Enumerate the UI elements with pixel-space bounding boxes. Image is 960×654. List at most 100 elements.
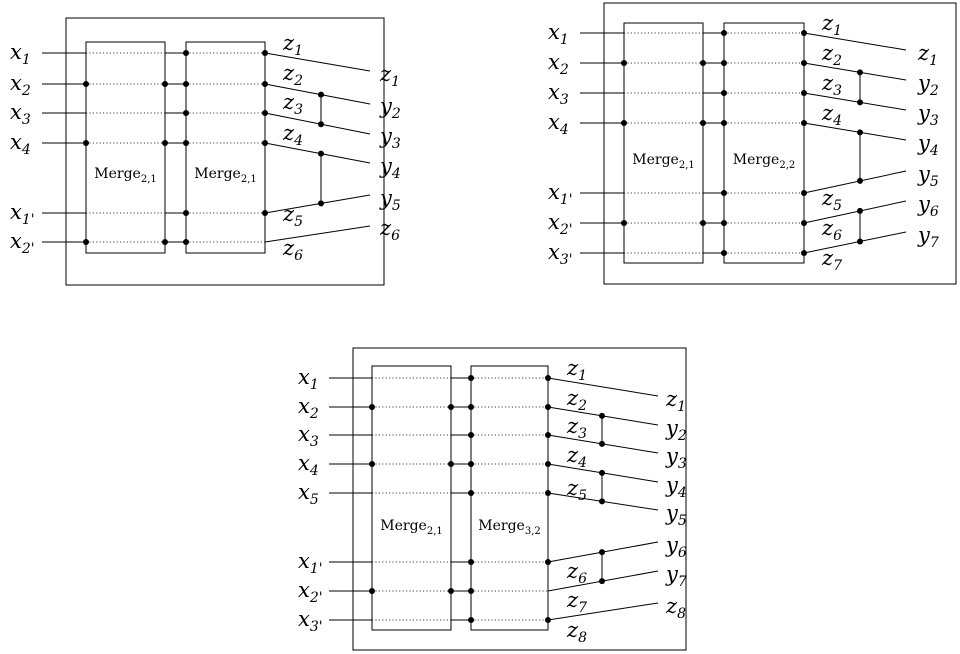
mid-label-z4-letter: z <box>821 101 834 125</box>
output-label-y6-letter: y <box>917 192 931 216</box>
output-label-z6: z6 <box>379 216 400 244</box>
merge-left-label-text: Merge <box>632 152 679 168</box>
mid-label-z7-subscript: 7 <box>578 600 587 616</box>
merge-right-label: Merge2,1 <box>194 166 256 185</box>
input-label-x3-subscript: 3 <box>560 92 569 108</box>
mid-label-z2: z2 <box>821 41 842 69</box>
input-label-x4-subscript: 4 <box>21 142 31 158</box>
output-label-z8-letter: z <box>665 594 678 618</box>
input-label-x2: x2 <box>298 394 319 422</box>
output-wire <box>803 200 907 224</box>
output-label-y3-letter: y <box>917 101 931 125</box>
input-label-x3-letter: x <box>548 80 560 104</box>
output-label-y5: y5 <box>379 186 401 214</box>
output-label-y7: y7 <box>917 223 939 251</box>
mid-label-z2-letter: z <box>566 386 579 410</box>
input-label-x5-subscript: 5 <box>310 492 319 508</box>
input-label-x3: x3 <box>10 100 31 128</box>
output-label-z1-subscript: 1 <box>677 399 686 415</box>
merge-box-left <box>85 41 166 254</box>
mid-label-z5: z5 <box>282 202 303 230</box>
input-label-x1-letter: x <box>548 20 560 44</box>
input-label-x5: x1' <box>548 180 573 208</box>
output-label-y2-subscript: 2 <box>391 106 401 122</box>
output-wire <box>803 62 907 81</box>
mid-label-z2-subscript: 2 <box>577 398 587 414</box>
output-label-y3-subscript: 3 <box>930 113 939 129</box>
output-wire <box>264 142 371 164</box>
input-label-x7-letter: x <box>548 240 560 264</box>
input-label-x6: x1' <box>298 549 323 577</box>
output-label-y7-subscript: 7 <box>930 235 939 251</box>
input-label-x7-subscript: 3' <box>560 252 573 268</box>
input-label-x2-letter: x <box>298 394 310 418</box>
input-label-x2-letter: x <box>10 71 22 95</box>
output-label-z6-letter: z <box>379 216 392 240</box>
output-label-y2: y2 <box>379 94 401 122</box>
input-label-x5: x5 <box>298 480 319 508</box>
merge-right-label: Merge3,2 <box>478 518 540 537</box>
mid-label-z5-subscript: 5 <box>833 198 842 214</box>
mid-label-z5-letter: z <box>566 476 579 500</box>
merge-box-right <box>723 22 805 264</box>
output-wire <box>264 225 371 243</box>
merge-right-label-text: Merge <box>733 152 780 168</box>
output-label-z1: z1 <box>379 62 400 90</box>
mid-label-z7: z7 <box>566 588 587 616</box>
mid-label-z1-letter: z <box>821 11 834 35</box>
input-label-x4: x4 <box>548 110 569 138</box>
output-wire <box>264 52 371 72</box>
input-label-x7: x2' <box>298 578 323 606</box>
comparator-dot <box>599 440 605 447</box>
mid-label-z1: z1 <box>282 31 303 59</box>
mid-label-z4-subscript: 4 <box>293 133 303 149</box>
output-label-y4-letter: y <box>917 131 931 155</box>
merge-box-left <box>371 365 452 631</box>
merge-right-label-subscript: 2,1 <box>241 174 257 185</box>
output-wire <box>803 32 907 51</box>
merge-left-label-text: Merge <box>94 166 141 182</box>
input-label-x4-letter: x <box>298 451 310 475</box>
output-wire <box>803 170 907 194</box>
output-label-z8-subscript: 8 <box>677 606 686 622</box>
merge-right-label-subscript: 3,2 <box>525 526 541 537</box>
comparator-dot <box>318 121 324 128</box>
output-label-y2: y2 <box>917 71 939 99</box>
merge-right-label-text: Merge <box>478 518 525 534</box>
input-label-x8-letter: x <box>298 607 310 631</box>
output-label-y3: y3 <box>917 101 939 129</box>
mid-label-z6-subscript: 6 <box>833 228 842 244</box>
mid-label-z3-letter: z <box>566 414 579 438</box>
comparator-dot <box>318 150 324 157</box>
comparator-dot <box>318 91 324 98</box>
input-label-x2-letter: x <box>548 50 560 74</box>
output-label-y2-subscript: 2 <box>677 428 687 444</box>
input-label-x7: x3' <box>548 240 573 268</box>
mid-label-z7-subscript: 7 <box>833 258 842 274</box>
output-label-z8: z8 <box>665 594 686 622</box>
mid-label-z1-letter: z <box>282 31 295 55</box>
input-label-x1-subscript: 1 <box>310 377 319 393</box>
mid-label-z1-letter: z <box>566 356 579 380</box>
mid-label-z7-letter: z <box>821 246 834 270</box>
output-label-y6: y6 <box>917 192 939 220</box>
output-wire <box>264 112 371 135</box>
merge-left-label-text: Merge <box>380 518 427 534</box>
mid-label-z6-subscript: 6 <box>578 571 587 587</box>
output-label-y4-letter: y <box>379 154 393 178</box>
output-label-y6-subscript: 6 <box>678 545 687 561</box>
mid-label-z6-letter: z <box>566 559 579 583</box>
output-label-z1: z1 <box>917 41 938 69</box>
mid-label-z4: z4 <box>566 443 587 471</box>
outer-frame <box>603 2 957 285</box>
input-label-x1: x1 <box>10 40 31 68</box>
input-label-x5-subscript: 1' <box>560 192 573 208</box>
output-label-y5: y5 <box>665 501 687 529</box>
output-label-y2-letter: y <box>917 71 931 95</box>
input-label-x3: x3 <box>548 80 569 108</box>
merge-left-label-subscript: 2,1 <box>679 160 695 171</box>
output-label-y5-subscript: 5 <box>678 513 687 529</box>
comparator-dot <box>599 412 605 419</box>
mid-label-z3: z3 <box>282 90 303 118</box>
input-label-x7-subscript: 2' <box>309 590 323 606</box>
